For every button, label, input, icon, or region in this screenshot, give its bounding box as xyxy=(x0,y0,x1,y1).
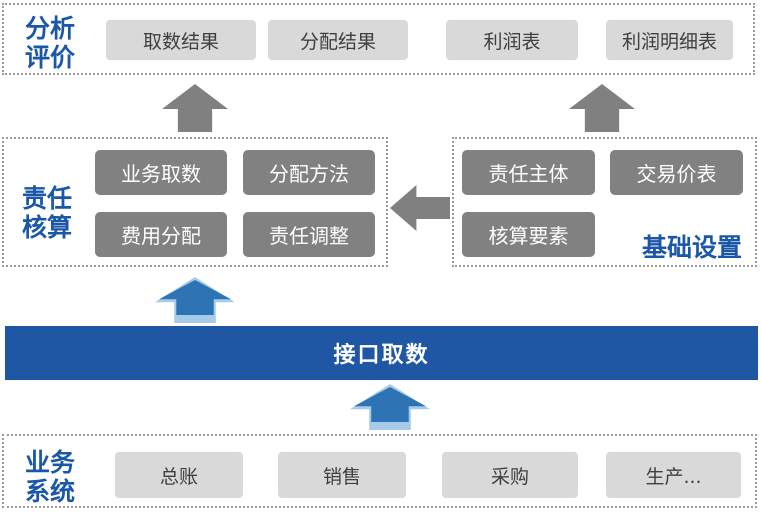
node-business-fetch: 业务取数 xyxy=(95,150,227,195)
node-sales: 销售 xyxy=(278,452,406,498)
node-allocation-result: 分配结果 xyxy=(268,20,408,60)
node-expense-allocation: 费用分配 xyxy=(95,212,227,257)
arrow-left-settings-to-accounting-icon xyxy=(390,185,450,231)
node-allocation-method: 分配方法 xyxy=(243,150,375,195)
node-procurement: 采购 xyxy=(442,452,578,498)
analysis-section-label: 分析评价 xyxy=(25,14,76,72)
basic-settings-section-label: 基础设置 xyxy=(642,233,743,262)
node-production: 生产... xyxy=(606,452,741,498)
node-profit-statement: 利润表 xyxy=(446,20,578,60)
node-responsibility-entity: 责任主体 xyxy=(462,150,595,195)
interface-bar: 接口取数 xyxy=(5,326,758,380)
business-systems-section-label: 业务系统 xyxy=(25,448,76,506)
arrow-fill xyxy=(159,280,231,315)
responsibility-section-label: 责任核算 xyxy=(22,184,73,242)
arrow-up-accounting-to-analysis-icon xyxy=(162,84,228,132)
arrow-fill xyxy=(354,387,426,422)
node-accounting-elements: 核算要素 xyxy=(462,212,595,257)
node-general-ledger: 总账 xyxy=(115,452,243,498)
node-transaction-price-table: 交易价表 xyxy=(610,150,743,195)
arrow-up-business-to-interface-icon xyxy=(350,384,430,430)
node-fetch-result: 取数结果 xyxy=(106,20,256,60)
arrow-up-settings-to-analysis-icon xyxy=(569,84,635,132)
node-responsibility-adjustment: 责任调整 xyxy=(243,212,375,257)
node-profit-detail-statement: 利润明细表 xyxy=(606,20,733,60)
arrow-up-interface-to-accounting-icon xyxy=(155,277,235,323)
